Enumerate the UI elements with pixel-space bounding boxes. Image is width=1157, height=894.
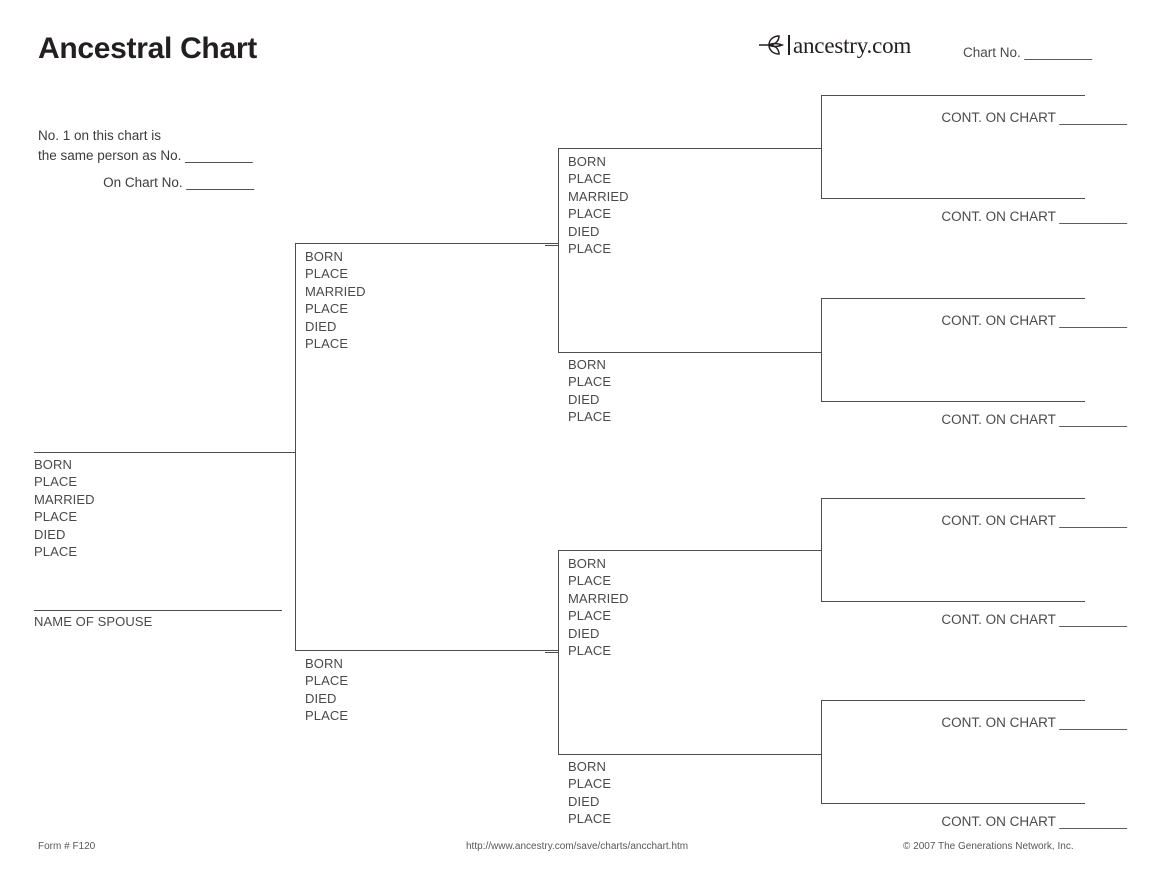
logo-divider <box>788 35 790 55</box>
gen4-slot7-cont-label[interactable]: CONT. ON CHART _________ <box>941 715 1127 730</box>
gen4-slot4-cont-label[interactable]: CONT. ON CHART _________ <box>941 412 1127 427</box>
gen3-pgf-name-rule <box>558 148 821 149</box>
gen3-pgf-fields: BORN PLACE MARRIED PLACE DIED PLACE <box>568 153 629 257</box>
field-born: BORN <box>568 154 606 169</box>
gen4-group1-bracket-vertical <box>821 95 822 198</box>
same-person-note: No. 1 on this chart is the same person a… <box>38 126 253 165</box>
field-place: PLACE <box>568 374 612 390</box>
chart-number-field[interactable]: Chart No. _________ <box>963 45 1093 60</box>
footer-copyright: © 2007 The Generations Network, Inc. <box>903 841 1074 852</box>
field-born: BORN <box>568 759 606 774</box>
gen3-mgf-fields: BORN PLACE MARRIED PLACE DIED PLACE <box>568 555 629 659</box>
field-place: PLACE <box>34 474 78 490</box>
field-married: MARRIED <box>34 491 95 507</box>
field-born: BORN <box>568 357 606 372</box>
field-place: PLACE <box>568 409 612 425</box>
gen4-slot8-cont-label[interactable]: CONT. ON CHART _________ <box>941 814 1127 829</box>
gen4-slot5-cont-label[interactable]: CONT. ON CHART _________ <box>941 513 1127 528</box>
gen3-pgm-fields: BORN PLACE DIED PLACE <box>568 356 611 426</box>
page-title: Ancestral Chart <box>38 32 257 65</box>
field-born: BORN <box>34 457 72 472</box>
field-place: PLACE <box>305 673 349 689</box>
gen4-slot6-rule <box>821 601 1085 602</box>
person1-fields: BORN PLACE MARRIED PLACE DIED PLACE <box>34 456 95 560</box>
gen4-slot7-rule <box>821 700 1085 701</box>
gen4-slot8-rule <box>821 803 1085 804</box>
field-place: PLACE <box>305 301 349 317</box>
leaf-icon <box>758 35 785 55</box>
gen2-mother-fields: BORN PLACE DIED PLACE <box>305 655 348 725</box>
gen3-pgm-name-rule <box>558 352 821 353</box>
gen4-slot3-rule <box>821 298 1085 299</box>
field-place: PLACE <box>305 266 349 282</box>
ancestry-logo: ancestry.com <box>757 32 911 58</box>
gen2-mother-name-rule <box>295 650 558 651</box>
field-place: PLACE <box>305 708 349 724</box>
connector-gen1-gen2 <box>282 452 296 453</box>
gen3-lower-bracket-vertical <box>558 550 559 754</box>
field-died: DIED <box>305 318 337 334</box>
gen2-father-name-rule <box>295 243 558 244</box>
gen4-slot5-rule <box>821 498 1085 499</box>
gen4-group4-bracket-vertical <box>821 700 822 803</box>
gen4-slot3-cont-label[interactable]: CONT. ON CHART _________ <box>941 313 1127 328</box>
gen4-slot4-rule <box>821 401 1085 402</box>
connector-gen2-father-gen3 <box>545 245 559 246</box>
field-place: PLACE <box>568 608 612 624</box>
field-born: BORN <box>305 249 343 264</box>
field-died: DIED <box>568 625 600 641</box>
gen4-slot1-rule <box>821 95 1085 96</box>
gen3-mgf-name-rule <box>558 550 821 551</box>
gen4-slot2-rule <box>821 198 1085 199</box>
field-place: PLACE <box>305 336 349 352</box>
gen3-upper-bracket-vertical <box>558 148 559 352</box>
field-born: BORN <box>305 656 343 671</box>
gen4-group2-bracket-vertical <box>821 298 822 401</box>
field-died: DIED <box>34 526 66 542</box>
field-place: PLACE <box>568 811 612 827</box>
field-died: DIED <box>568 391 600 407</box>
field-married: MARRIED <box>568 590 629 606</box>
gen4-group3-bracket-vertical <box>821 498 822 601</box>
connector-gen2-mother-gen3 <box>545 652 559 653</box>
logo-wordmark: ancestry.com <box>793 32 912 58</box>
gen2-father-fields: BORN PLACE MARRIED PLACE DIED PLACE <box>305 248 366 352</box>
note-line-1: No. 1 on this chart is <box>38 128 162 143</box>
field-place: PLACE <box>568 171 612 187</box>
note-line-2[interactable]: the same person as No. _________ <box>38 147 253 163</box>
field-place: PLACE <box>568 776 612 792</box>
gen3-mgm-fields: BORN PLACE DIED PLACE <box>568 758 611 828</box>
on-chart-number-field[interactable]: On Chart No. _________ <box>103 175 254 190</box>
field-place: PLACE <box>34 509 78 525</box>
spouse-name-rule <box>34 610 282 611</box>
field-place: PLACE <box>568 573 612 589</box>
field-born: BORN <box>568 556 606 571</box>
name-of-spouse-caption: NAME OF SPOUSE <box>34 614 153 629</box>
footer-form-number: Form # F120 <box>38 841 96 852</box>
gen4-slot2-cont-label[interactable]: CONT. ON CHART _________ <box>941 209 1127 224</box>
gen3-mgm-name-rule <box>558 754 821 755</box>
field-died: DIED <box>305 690 337 706</box>
field-died: DIED <box>568 223 600 239</box>
gen4-slot1-cont-label[interactable]: CONT. ON CHART _________ <box>941 110 1127 125</box>
field-married: MARRIED <box>305 283 366 299</box>
gen4-slot6-cont-label[interactable]: CONT. ON CHART _________ <box>941 612 1127 627</box>
field-place: PLACE <box>568 241 612 257</box>
field-died: DIED <box>568 793 600 809</box>
field-place: PLACE <box>34 544 78 560</box>
person1-name-rule <box>34 452 282 453</box>
gen2-bracket-vertical <box>295 243 296 651</box>
footer-url[interactable]: http://www.ancestry.com/save/charts/ancc… <box>466 841 689 852</box>
field-place: PLACE <box>568 643 612 659</box>
field-married: MARRIED <box>568 188 629 204</box>
field-place: PLACE <box>568 206 612 222</box>
